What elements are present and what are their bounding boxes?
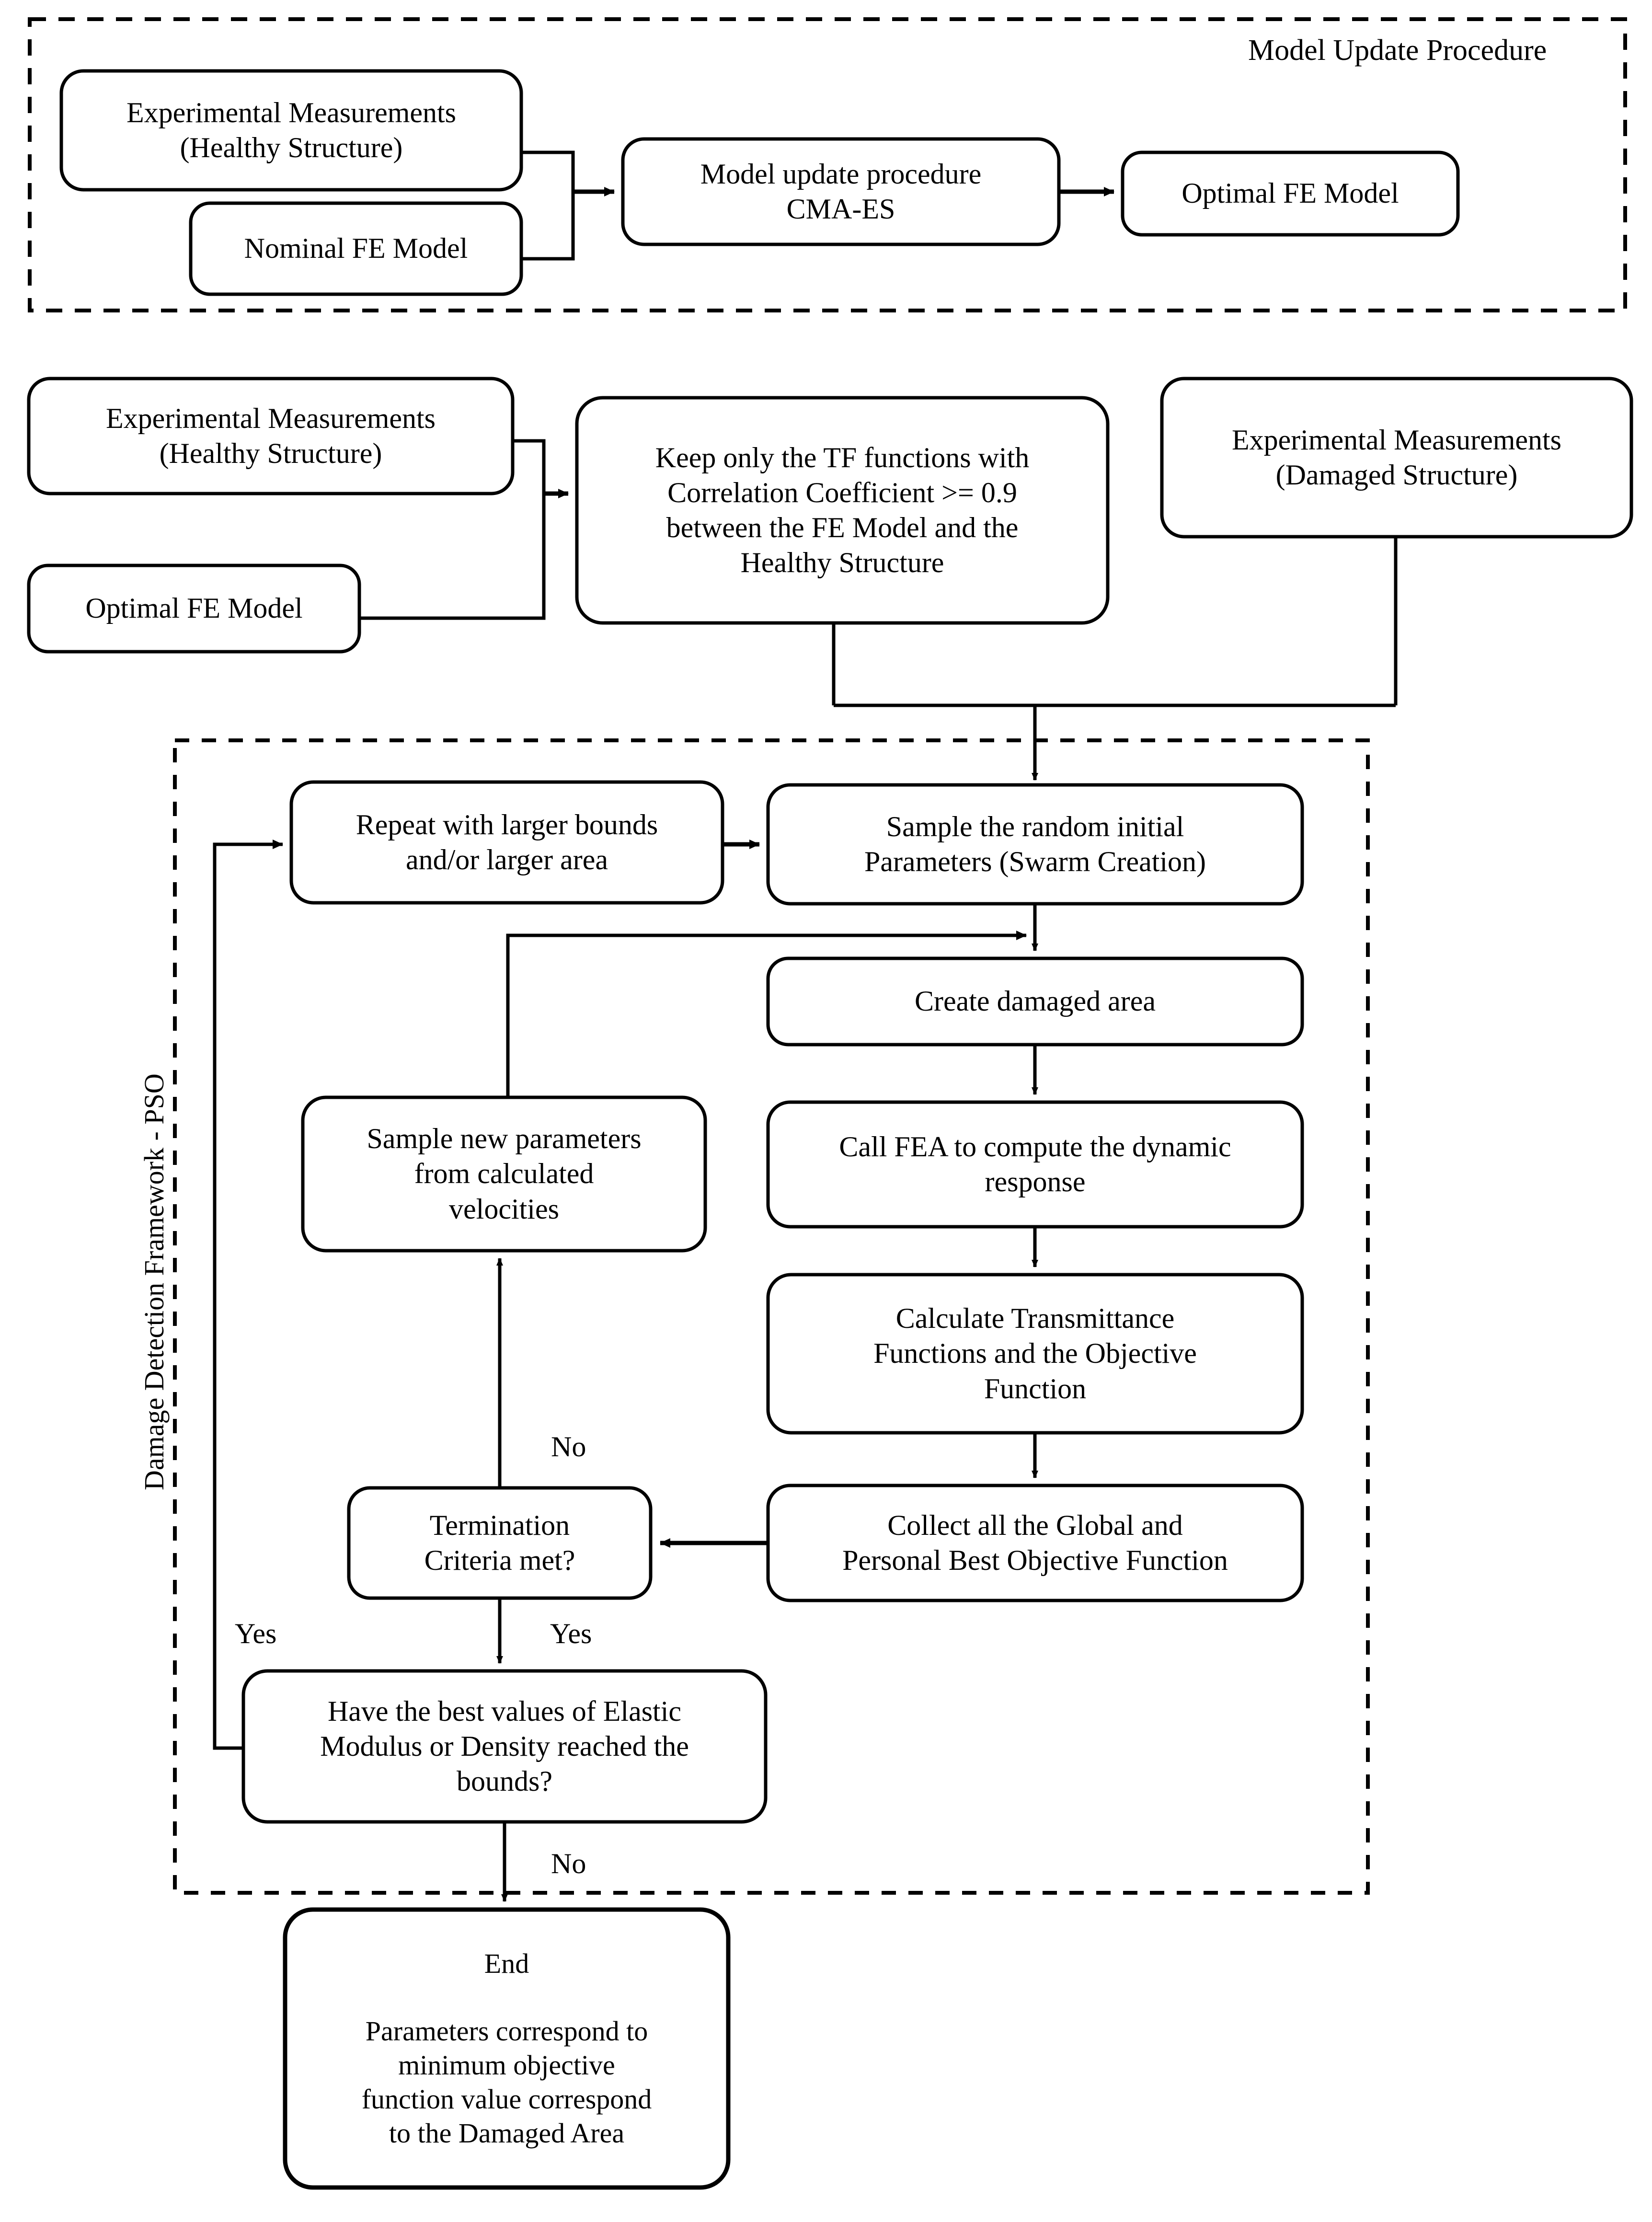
group-label-pso: Damage Detection Framework - PSO [138,1073,170,1490]
node-box-exp-meas-healthy-1 [59,69,523,192]
node-box-termination [347,1486,653,1600]
node-box-keep-tf [575,396,1110,625]
edge-nominal-to-merge [521,192,575,261]
node-box-nominal-fe-model [189,201,523,296]
edge-label-termination-yes: Yes [550,1618,592,1649]
node-box-end [283,1907,731,2190]
node-box-sample-random [766,783,1304,906]
edge-healthy2-to-merge [513,439,546,494]
edge-label-bounds-no: No [551,1848,586,1879]
edge-optimal2-to-merge [359,494,546,620]
edge-label-bounds-yes: Yes [235,1618,277,1649]
node-box-model-update-cmaes [621,137,1061,246]
node-box-repeat-larger [289,780,724,905]
group-border-model-update [28,17,1627,312]
edge-loop-newparams-to-create [506,931,1027,1097]
node-box-exp-meas-damaged [1160,377,1633,539]
node-box-optimal-fe-model-2 [27,564,361,654]
node-box-optimal-fe-model-1 [1121,150,1460,237]
node-box-exp-meas-healthy-2 [27,377,515,495]
group-border-pso [173,738,1370,1895]
node-box-bounds-check [241,1669,768,1824]
group-label-model-update: Model Update Procedure [1248,34,1547,67]
node-box-collect-best [766,1484,1304,1602]
edge-bounds-yes-to-repeat [213,840,283,1750]
node-box-sample-new-params [301,1095,707,1253]
edge-healthy-to-merge [521,150,575,192]
edge-label-termination-no: No [551,1431,586,1462]
node-box-call-fea [766,1100,1304,1229]
node-box-calc-transmittance [766,1273,1304,1435]
node-box-create-damaged [766,956,1304,1047]
